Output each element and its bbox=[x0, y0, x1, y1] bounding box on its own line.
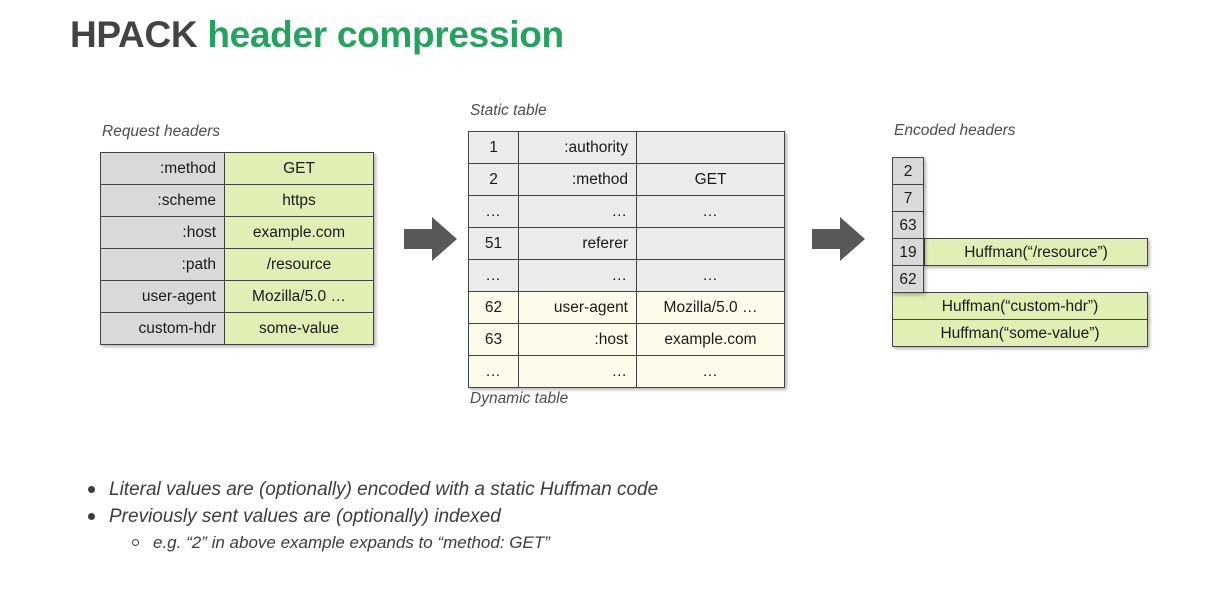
request-header-name: :method bbox=[100, 152, 225, 185]
table-row: user-agent Mozilla/5.0 … bbox=[100, 280, 374, 313]
index-name-cell: :method bbox=[518, 163, 637, 196]
encoded-row: 19 Huffman(“/resource”) bbox=[892, 238, 1148, 266]
index-cell: 62 bbox=[468, 291, 519, 324]
table-row: … … … bbox=[468, 259, 785, 292]
bullet-text: Literal values are (optionally) encoded … bbox=[109, 479, 659, 500]
index-value-cell bbox=[636, 131, 785, 164]
page-title: HPACK header compression bbox=[70, 14, 564, 56]
request-header-value: Mozilla/5.0 … bbox=[224, 280, 374, 313]
index-cell: … bbox=[468, 259, 519, 292]
index-value-cell: example.com bbox=[636, 323, 785, 356]
index-name-cell: … bbox=[518, 355, 637, 388]
arrow-right-icon-1 bbox=[404, 215, 458, 263]
request-header-value: https bbox=[224, 184, 374, 217]
encoded-row: 62 bbox=[892, 265, 1148, 293]
index-name-cell: :authority bbox=[518, 131, 637, 164]
encoded-index-cell: 63 bbox=[892, 211, 924, 239]
request-header-value: GET bbox=[224, 152, 374, 185]
encoded-huffman-full-row: Huffman(“some-value”) bbox=[892, 319, 1148, 347]
request-header-name: user-agent bbox=[100, 280, 225, 313]
table-row: :method GET bbox=[100, 152, 374, 185]
list-item: Previously sent values are (optionally) … bbox=[88, 503, 1148, 530]
bullet-list: Literal values are (optionally) encoded … bbox=[88, 476, 1148, 556]
table-row: 63 :host example.com bbox=[468, 323, 785, 356]
request-header-name: :host bbox=[100, 216, 225, 249]
bullet-dot-icon bbox=[88, 486, 95, 493]
request-headers-body: :method GET :scheme https :host example.… bbox=[100, 152, 374, 345]
index-table-body: 1 :authority 2 :method GET … … … 51 refe… bbox=[468, 131, 785, 388]
list-item: Literal values are (optionally) encoded … bbox=[88, 476, 1148, 503]
static-table-caption: Static table bbox=[470, 102, 547, 119]
encoded-index-cell: 2 bbox=[892, 157, 924, 185]
encoded-index-cell: 62 bbox=[892, 265, 924, 293]
encoded-huffman-full-row: Huffman(“custom-hdr”) bbox=[892, 292, 1148, 320]
index-name-cell: … bbox=[518, 195, 637, 228]
encoded-row: 63 bbox=[892, 211, 1148, 239]
index-name-cell: … bbox=[518, 259, 637, 292]
bullet-circle-icon bbox=[132, 539, 139, 546]
index-value-cell: GET bbox=[636, 163, 785, 196]
index-cell: 1 bbox=[468, 131, 519, 164]
index-name-cell: user-agent bbox=[518, 291, 637, 324]
request-header-name: custom-hdr bbox=[100, 312, 225, 345]
index-name-cell: :host bbox=[518, 323, 637, 356]
table-row: 1 :authority bbox=[468, 131, 785, 164]
table-row: :host example.com bbox=[100, 216, 374, 249]
index-value-cell: … bbox=[636, 195, 785, 228]
index-cell: … bbox=[468, 355, 519, 388]
index-cell: 51 bbox=[468, 227, 519, 260]
encoded-row: 2 bbox=[892, 157, 1148, 185]
encoded-huffman-cell: Huffman(“/resource”) bbox=[924, 238, 1148, 266]
encoded-headers-caption: Encoded headers bbox=[894, 122, 1016, 139]
request-header-value: example.com bbox=[224, 216, 374, 249]
table-row: … … … bbox=[468, 355, 785, 388]
arrow-right-icon bbox=[404, 217, 457, 261]
bullet-dot-icon bbox=[88, 513, 95, 520]
encoded-headers-block: 2 7 63 19 Huffman(“/resource”) 62 Huffma… bbox=[892, 157, 1148, 347]
encoded-index-cell: 19 bbox=[892, 238, 924, 266]
index-cell: … bbox=[468, 195, 519, 228]
encoded-index-cell: 7 bbox=[892, 184, 924, 212]
title-part-header-compression: header compression bbox=[207, 14, 564, 55]
request-header-name: :scheme bbox=[100, 184, 225, 217]
table-row: 2 :method GET bbox=[468, 163, 785, 196]
index-cell: 2 bbox=[468, 163, 519, 196]
table-row: custom-hdr some-value bbox=[100, 312, 374, 345]
list-item: e.g. “2” in above example expands to “me… bbox=[132, 530, 1148, 556]
dynamic-table-caption: Dynamic table bbox=[470, 390, 569, 407]
title-part-hpack: HPACK bbox=[70, 14, 198, 55]
request-header-value: some-value bbox=[224, 312, 374, 345]
request-header-value: /resource bbox=[224, 248, 374, 281]
table-row: 62 user-agent Mozilla/5.0 … bbox=[468, 291, 785, 324]
index-value-cell: Mozilla/5.0 … bbox=[636, 291, 785, 324]
bullet-text: e.g. “2” in above example expands to “me… bbox=[153, 533, 550, 552]
table-row: 51 referer bbox=[468, 227, 785, 260]
bullet-text: Previously sent values are (optionally) … bbox=[109, 506, 501, 527]
index-value-cell bbox=[636, 227, 785, 260]
request-header-name: :path bbox=[100, 248, 225, 281]
arrow-right-icon-2 bbox=[812, 215, 866, 263]
request-headers-table: :method GET :scheme https :host example.… bbox=[100, 152, 374, 345]
table-row: :path /resource bbox=[100, 248, 374, 281]
static-dynamic-index-table: 1 :authority 2 :method GET … … … 51 refe… bbox=[468, 131, 785, 388]
table-row: … … … bbox=[468, 195, 785, 228]
index-cell: 63 bbox=[468, 323, 519, 356]
encoded-row: 7 bbox=[892, 184, 1148, 212]
arrow-right-icon bbox=[812, 217, 865, 261]
index-name-cell: referer bbox=[518, 227, 637, 260]
index-value-cell: … bbox=[636, 259, 785, 292]
request-headers-caption: Request headers bbox=[102, 123, 221, 140]
index-value-cell: … bbox=[636, 355, 785, 388]
table-row: :scheme https bbox=[100, 184, 374, 217]
